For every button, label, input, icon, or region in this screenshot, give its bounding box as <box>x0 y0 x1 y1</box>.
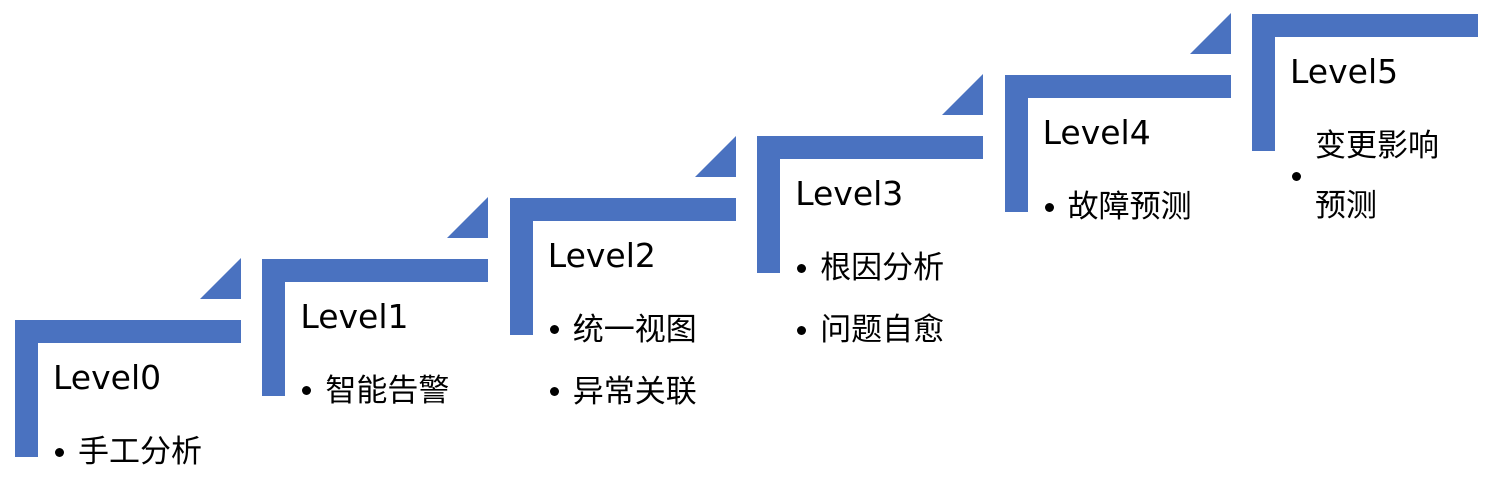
bullet-text: 统一视图 <box>572 311 697 348</box>
step-title: Level0 <box>53 358 162 397</box>
step-top-bar <box>757 136 984 160</box>
step-left-bar <box>15 320 38 457</box>
bullet-icon <box>797 325 807 335</box>
step-left-bar <box>757 136 781 274</box>
step-bullet-item: 智能告警 <box>298 361 478 421</box>
bullet-text: 故障预测 <box>1067 189 1192 226</box>
step-bullet-item: 变更影响预测 <box>1288 116 1468 236</box>
step-title: Level4 <box>1042 113 1151 153</box>
step-title: Level1 <box>300 296 409 336</box>
bullet-text: 异常关联 <box>572 373 697 410</box>
bullet-icon <box>302 386 312 396</box>
bullet-text: 问题自愈 <box>820 312 945 349</box>
step-bullet-item: 故障预测 <box>1041 177 1221 237</box>
step-left-bar <box>1252 14 1275 151</box>
step-left-bar <box>262 258 286 396</box>
step-title: Level2 <box>547 235 656 275</box>
step-bullet-item: 异常关联 <box>546 362 726 422</box>
step-bullet-item: 问题自愈 <box>793 300 973 360</box>
bullet-icon <box>797 263 807 273</box>
bullet-icon <box>549 325 559 335</box>
bullet-text: 根因分析 <box>820 250 945 287</box>
step-top-bar <box>15 320 241 343</box>
step-top-bar <box>509 197 736 221</box>
bullet-icon <box>1292 171 1301 181</box>
step-corner-triangle <box>200 258 241 299</box>
step-top-bar <box>262 258 489 282</box>
step-corner-triangle <box>942 74 984 116</box>
step-corner-triangle <box>1189 13 1231 55</box>
step-top-bar <box>1004 75 1231 99</box>
bullet-text: 智能告警 <box>325 372 450 409</box>
bullet-text: 手工分析 <box>78 434 202 470</box>
step-top-bar <box>1252 14 1478 37</box>
step-left-bar <box>1004 75 1028 213</box>
bullet-text: 变更影响预测 <box>1315 128 1439 224</box>
step-bullet-item: 根因分析 <box>793 238 973 298</box>
bullet-icon <box>55 447 64 457</box>
step-corner-triangle <box>694 135 736 177</box>
step-title: Level5 <box>1290 52 1399 91</box>
bullet-icon <box>549 387 559 397</box>
step-bullet-item: 统一视图 <box>546 300 726 360</box>
step-bullet-item: 手工分析 <box>51 422 231 482</box>
step-left-bar <box>509 197 533 335</box>
step-corner-triangle <box>447 196 489 238</box>
step-title: Level3 <box>795 174 904 214</box>
bullet-icon <box>1044 202 1054 212</box>
